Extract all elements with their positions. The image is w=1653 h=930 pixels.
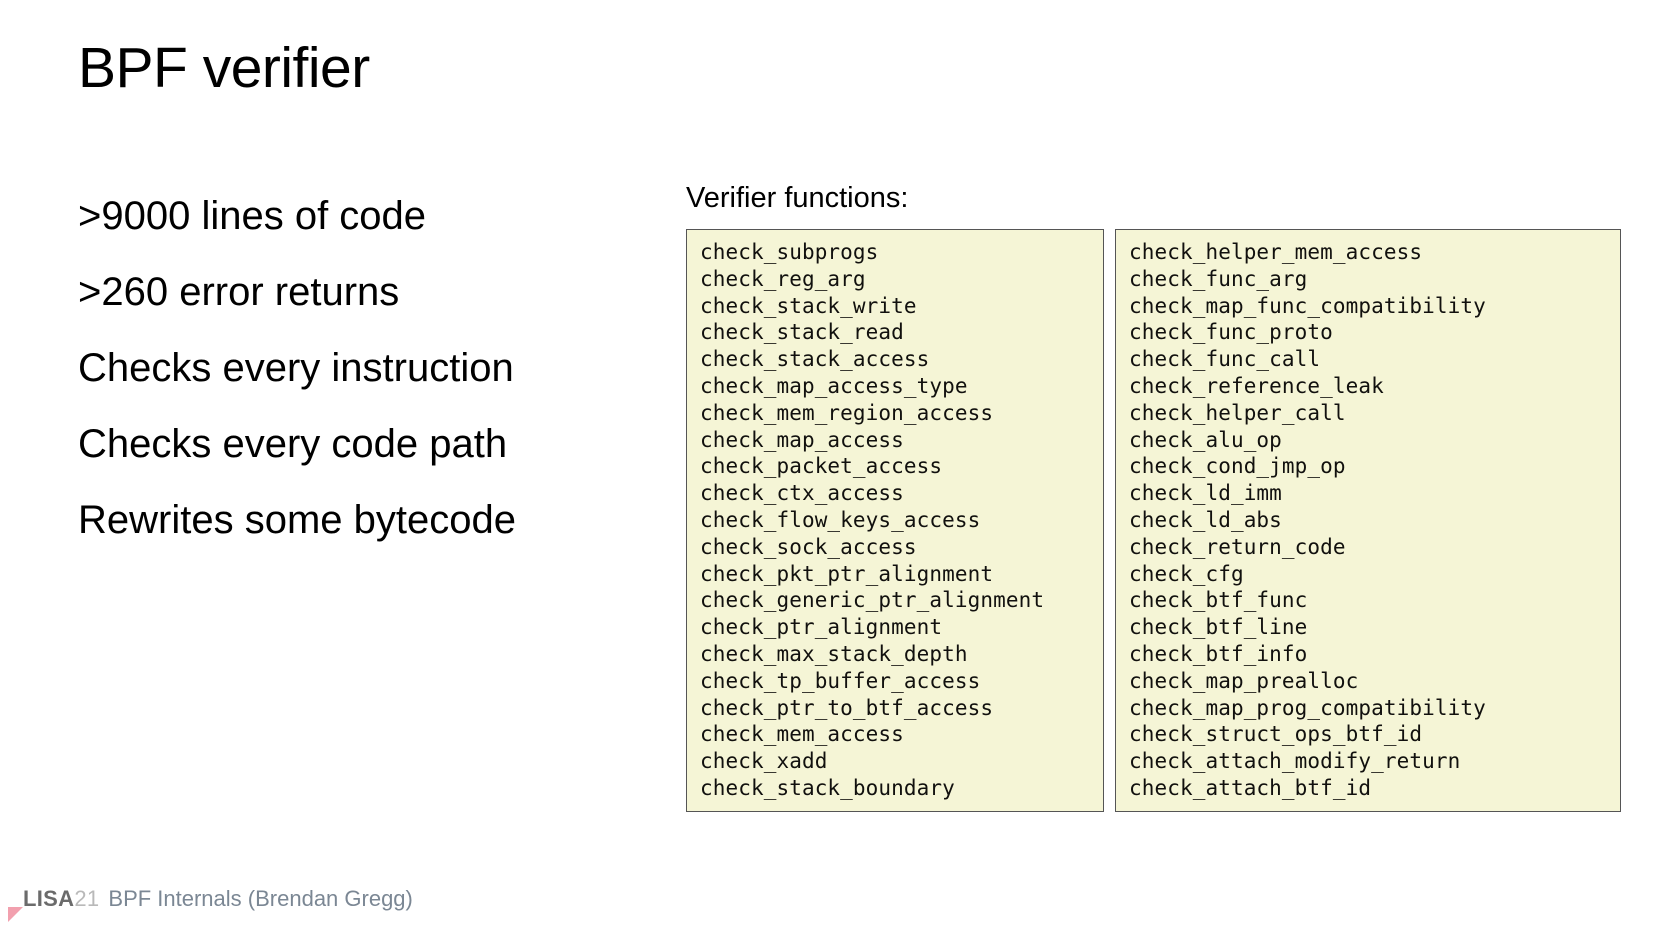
slide-footer: LISA 21 BPF Internals (Brendan Gregg) bbox=[23, 886, 413, 912]
function-name: check_btf_line bbox=[1129, 615, 1308, 640]
function-name: check_helper_call bbox=[1129, 400, 1346, 425]
function-name: check_map_prealloc bbox=[1129, 668, 1359, 693]
function-name: check_func_arg bbox=[1129, 266, 1308, 291]
verifier-functions-boxes: check_subprogs check_reg_arg check_stack… bbox=[686, 229, 1621, 812]
function-name: check_func_proto bbox=[1129, 320, 1333, 345]
function-name: check_helper_mem_access bbox=[1129, 240, 1423, 264]
page-title: BPF verifier bbox=[78, 36, 370, 100]
footer-year: 21 bbox=[74, 886, 100, 911]
function-name: check_attach_btf_id bbox=[1129, 775, 1372, 800]
function-name: check_flow_keys_access bbox=[700, 507, 981, 532]
list-item: >260 error returns bbox=[78, 270, 400, 314]
function-name: check_pkt_ptr_alignment bbox=[700, 561, 994, 586]
function-name: check_subprogs bbox=[700, 240, 879, 264]
function-name: check_btf_info bbox=[1129, 641, 1308, 666]
function-name: check_ptr_alignment bbox=[700, 615, 943, 640]
list-item: Checks every code path bbox=[78, 422, 508, 466]
function-name: check_map_func_compatibility bbox=[1129, 293, 1486, 318]
list-item: >9000 lines of code bbox=[78, 194, 427, 238]
lisa-triangle-icon bbox=[8, 907, 23, 922]
function-name: check_stack_read bbox=[700, 320, 904, 345]
function-name: check_ptr_to_btf_access bbox=[700, 695, 994, 720]
footer-brand: LISA bbox=[23, 886, 75, 911]
function-name: check_func_call bbox=[1129, 347, 1321, 372]
function-name: check_attach_modify_return bbox=[1129, 749, 1461, 774]
list-item: Rewrites some bytecode bbox=[78, 498, 516, 542]
function-name: check_map_access_type bbox=[700, 373, 968, 398]
function-name: check_btf_func bbox=[1129, 588, 1308, 613]
function-name: check_ld_abs bbox=[1129, 507, 1282, 532]
function-name: check_stack_write bbox=[700, 293, 917, 318]
function-name: check_map_access bbox=[700, 427, 904, 452]
function-name: check_sock_access bbox=[700, 534, 917, 559]
function-name: check_generic_ptr_alignment bbox=[700, 588, 1045, 613]
function-name: check_packet_access bbox=[700, 454, 943, 479]
function-name: check_ld_imm bbox=[1129, 481, 1282, 506]
function-name: check_cfg bbox=[1129, 561, 1244, 586]
function-name: check_stack_boundary bbox=[700, 775, 955, 800]
function-name: check_reference_leak bbox=[1129, 373, 1384, 398]
function-name: check_stack_access bbox=[700, 347, 930, 372]
function-name: check_map_prog_compatibility bbox=[1129, 695, 1486, 720]
function-name: check_tp_buffer_access bbox=[700, 668, 981, 693]
function-name: check_alu_op bbox=[1129, 427, 1282, 452]
function-name: check_cond_jmp_op bbox=[1129, 454, 1346, 479]
verifier-functions-right-box: check_helper_mem_access check_func_arg c… bbox=[1115, 229, 1621, 812]
list-item: Checks every instruction bbox=[78, 346, 514, 390]
function-name: check_struct_ops_btf_id bbox=[1129, 722, 1423, 747]
footer-subtitle: BPF Internals (Brendan Gregg) bbox=[108, 886, 413, 911]
verifier-functions-left-box: check_subprogs check_reg_arg check_stack… bbox=[686, 229, 1104, 812]
verifier-functions-panel: Verifier functions: check_subprogs check… bbox=[686, 180, 1621, 812]
function-name: check_return_code bbox=[1129, 534, 1346, 559]
function-name: check_xadd bbox=[700, 749, 828, 774]
bullet-list: >9000 lines of code >260 error returns C… bbox=[78, 178, 638, 558]
function-name: check_max_stack_depth bbox=[700, 641, 968, 666]
function-name: check_mem_region_access bbox=[700, 400, 994, 425]
function-name: check_mem_access bbox=[700, 722, 904, 747]
verifier-functions-label: Verifier functions: bbox=[686, 182, 909, 214]
function-name: check_ctx_access bbox=[700, 481, 904, 506]
function-name: check_reg_arg bbox=[700, 266, 866, 291]
